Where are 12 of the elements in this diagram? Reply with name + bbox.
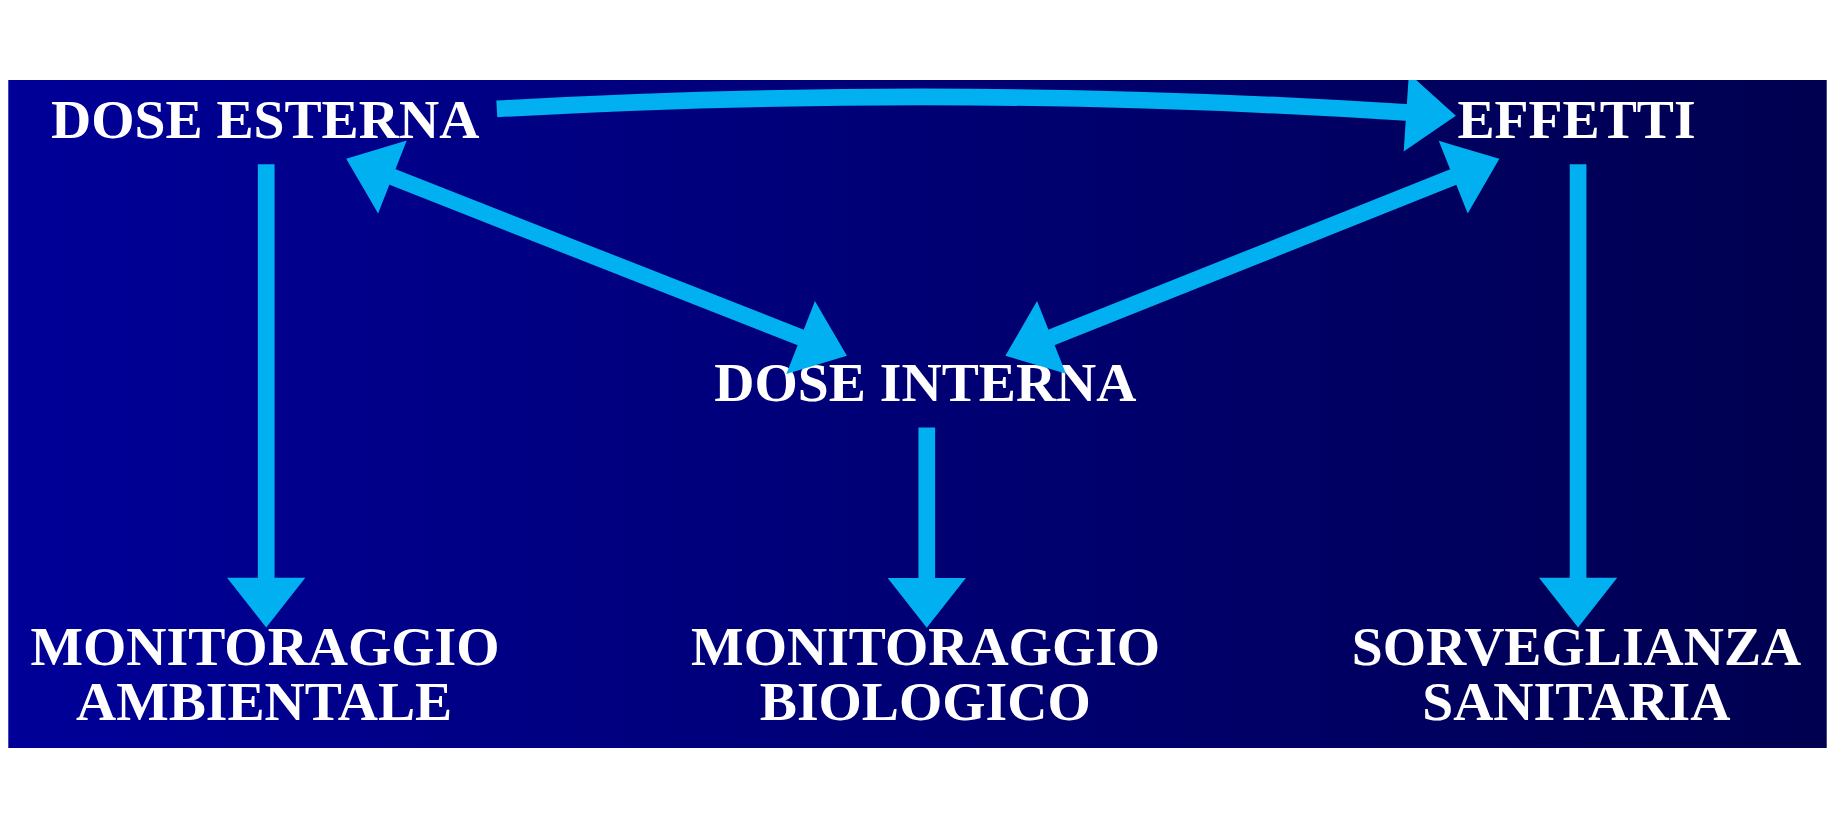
node-text: EFFETTI: [1457, 87, 1696, 150]
arrow: [887, 426, 966, 628]
arrow: [346, 140, 847, 374]
arrow: [1538, 163, 1618, 627]
node-text: DOSE INTERNA: [714, 350, 1137, 413]
node-text: SORVEGLIANZA SANITARIA: [1351, 614, 1802, 732]
arrow: [496, 79, 1456, 151]
node-text: MONITORAGGIO BIOLOGICO: [691, 614, 1161, 732]
node-text: MONITORAGGIO AMBIENTALE: [30, 614, 500, 732]
arrow: [1005, 140, 1500, 374]
arrow: [227, 163, 306, 627]
node-text: DOSE ESTERNA: [50, 87, 480, 150]
